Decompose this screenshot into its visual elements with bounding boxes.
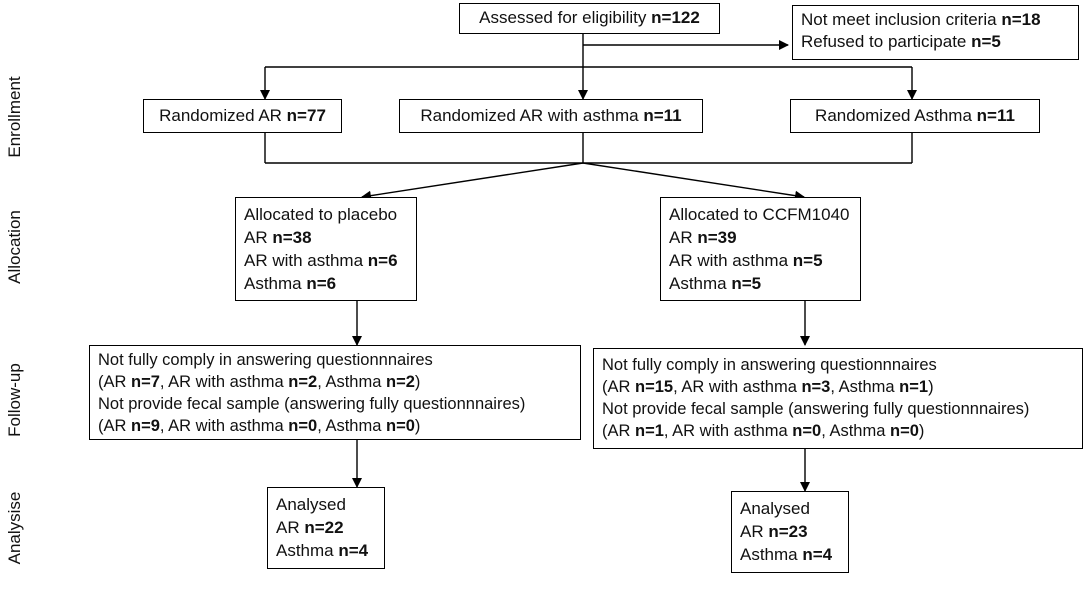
randomized-ar-asthma-label: Randomized AR with asthma xyxy=(420,106,644,125)
placebo-allocation-box: Allocated to placebo AR n=38 AR with ast… xyxy=(235,197,417,301)
ccfm-asthma-count: n=5 xyxy=(731,274,762,293)
stage-label-enrollment: Enrollment xyxy=(5,76,24,158)
placebo-analysed-ar-label: AR xyxy=(276,518,305,537)
stage-label-analysis: Analysise xyxy=(5,491,24,565)
assessed-count: n=122 xyxy=(651,8,700,27)
placebo-ar-count: n=38 xyxy=(272,228,312,247)
placebo-analysed-title: Analysed xyxy=(276,495,346,514)
placebo-analysed-ar-count: n=22 xyxy=(304,518,344,537)
ccfm-analysed-ar-label: AR xyxy=(740,522,769,541)
randomized-ar-count: n=77 xyxy=(286,106,326,125)
placebo-asthma-label: Asthma xyxy=(244,274,307,293)
randomized-asthma-count: n=11 xyxy=(976,106,1015,125)
ccfm-ar-label: AR xyxy=(669,228,698,247)
placebo-asthma-count: n=6 xyxy=(306,274,337,293)
randomized-ar-asthma-count: n=11 xyxy=(643,106,682,125)
assessed-label: Assessed for eligibility xyxy=(479,8,652,27)
placebo-ar-asthma-count: n=6 xyxy=(367,251,398,270)
placebo-title: Allocated to placebo xyxy=(244,205,398,224)
connector-lines xyxy=(260,34,917,492)
ccfm-followup-line3: Not provide fecal sample (answering full… xyxy=(602,400,1030,418)
ccfm-followup-line4: (AR n=1, AR with asthma n=0, Asthma n=0) xyxy=(602,422,925,440)
ccfm-analysed-ar-count: n=23 xyxy=(768,522,808,541)
placebo-ar-label: AR xyxy=(244,228,273,247)
excluded-criteria-label: Not meet inclusion criteria xyxy=(801,10,1002,29)
line-to-placebo xyxy=(361,162,584,201)
placebo-analysed-box: Analysed AR n=22 Asthma n=4 xyxy=(267,487,385,569)
ccfm-analysed-asthma-label: Asthma xyxy=(740,545,803,564)
randomized-ar-box: Randomized AR n=77 xyxy=(143,99,342,133)
line-to-ccfm xyxy=(582,162,805,201)
ccfm-ar-count: n=39 xyxy=(697,228,737,247)
ccfm-allocation-box: Allocated to CCFM1040 AR n=39 AR with as… xyxy=(660,197,861,301)
placebo-analysed-asthma-count: n=4 xyxy=(338,541,369,560)
refused-count: n=5 xyxy=(971,32,1001,51)
ccfm-followup-box: Not fully comply in answering questionnn… xyxy=(593,348,1083,449)
excluded-box: Not meet inclusion criteria n=18 Refused… xyxy=(792,5,1079,60)
placebo-followup-box: Not fully comply in answering questionnn… xyxy=(89,345,581,440)
placebo-followup-line2: (AR n=7, AR with asthma n=2, Asthma n=2) xyxy=(98,373,421,391)
randomized-ar-asthma-box: Randomized AR with asthma n=11 xyxy=(399,99,703,133)
ccfm-asthma-label: Asthma xyxy=(669,274,732,293)
ccfm-title: Allocated to CCFM1040 xyxy=(669,205,850,224)
ccfm-followup-line2: (AR n=15, AR with asthma n=3, Asthma n=1… xyxy=(602,378,934,396)
stage-label-allocation: Allocation xyxy=(5,210,24,284)
placebo-followup-line3: Not provide fecal sample (answering full… xyxy=(98,395,526,413)
ccfm-analysed-title: Analysed xyxy=(740,499,810,518)
ccfm-analysed-asthma-count: n=4 xyxy=(802,545,833,564)
randomized-asthma-box: Randomized Asthma n=11 xyxy=(790,99,1040,133)
refused-label: Refused to participate xyxy=(801,32,972,51)
ccfm-ar-asthma-label: AR with asthma xyxy=(669,251,793,270)
placebo-followup-line1: Not fully comply in answering questionnn… xyxy=(98,351,433,369)
assessed-box: Assessed for eligibility n=122 xyxy=(459,3,720,34)
placebo-analysed-asthma-label: Asthma xyxy=(276,541,339,560)
placebo-ar-asthma-label: AR with asthma xyxy=(244,251,368,270)
ccfm-ar-asthma-count: n=5 xyxy=(792,251,823,270)
randomized-asthma-label: Randomized Asthma xyxy=(815,106,977,125)
excluded-criteria-count: n=18 xyxy=(1001,10,1041,29)
ccfm-analysed-box: Analysed AR n=23 Asthma n=4 xyxy=(731,491,849,573)
placebo-followup-line4: (AR n=9, AR with asthma n=0, Asthma n=0) xyxy=(98,417,421,435)
randomized-ar-label: Randomized AR xyxy=(159,106,287,125)
ccfm-followup-line1: Not fully comply in answering questionnn… xyxy=(602,356,937,374)
stage-label-followup: Follow-up xyxy=(5,363,24,437)
